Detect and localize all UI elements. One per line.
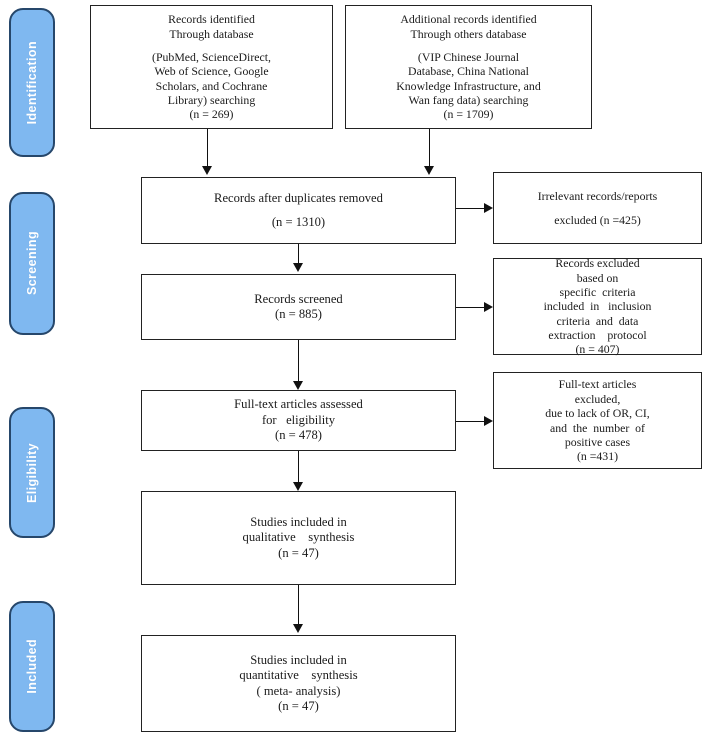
connector-qualitative-to-quantitative xyxy=(298,585,299,627)
connector-fulltext-to-qualitative xyxy=(298,451,299,485)
box-line: and the number of xyxy=(549,420,645,435)
stage-pill-identification: Identification xyxy=(9,8,55,157)
connector-screened-to-fulltext xyxy=(298,340,299,384)
box-records-identified-database: Records identified Through database (Pub… xyxy=(90,5,333,129)
box-line: due to lack of OR, CI, xyxy=(545,406,650,421)
box-line: (VIP Chinese Journal xyxy=(417,49,520,64)
arrowhead-right-source-to-duplicates xyxy=(424,166,434,175)
arrowhead-qualitative-to-quantitative xyxy=(293,624,303,633)
box-additional-records-other-database: Additional records identified Through ot… xyxy=(345,5,592,129)
box-line: (n = 407) xyxy=(575,342,620,357)
box-records-screened: Records screened (n = 885) xyxy=(141,274,456,340)
arrowhead-left-source-to-duplicates xyxy=(202,166,212,175)
box-line: excluded (n =425) xyxy=(554,212,641,227)
box-line: (n =431) xyxy=(576,449,619,464)
stage-label-included: Included xyxy=(25,639,39,694)
box-line: Additional records identified xyxy=(400,12,537,27)
connector-duplicates-to-screened xyxy=(298,244,299,266)
box-line: Library) searching xyxy=(167,93,256,108)
box-line: (n = 478) xyxy=(275,428,322,443)
box-line: quantitative synthesis xyxy=(239,668,358,683)
box-line: (n = 47) xyxy=(278,698,319,713)
connector-screened-to-excluded xyxy=(456,307,485,308)
box-records-after-duplicates-removed: Records after duplicates removed (n = 13… xyxy=(141,177,456,244)
arrowhead-fulltext-to-qualitative xyxy=(293,482,303,491)
box-line: (n = 269) xyxy=(189,107,234,122)
stage-pill-eligibility: Eligibility xyxy=(9,407,55,538)
box-quantitative-synthesis: Studies included in quantitative synthes… xyxy=(141,635,456,732)
box-line: (n = 1709) xyxy=(443,107,494,122)
box-line: included in inclusion xyxy=(543,299,652,314)
box-line: (n = 1310) xyxy=(271,215,326,229)
box-line: (n = 885) xyxy=(275,307,322,321)
box-line: Records identified xyxy=(168,12,255,27)
stage-label-screening: Screening xyxy=(25,231,39,296)
box-line: positive cases xyxy=(564,434,631,449)
arrowhead-duplicates-to-irrelevant xyxy=(484,203,493,213)
box-line: Full-text articles xyxy=(558,377,637,392)
box-line: based on xyxy=(576,270,619,285)
box-line: (PubMed, ScienceDirect, xyxy=(152,49,271,64)
box-line: Studies included in xyxy=(250,514,347,529)
box-irrelevant-records-excluded: Irrelevant records/reports excluded (n =… xyxy=(493,172,702,244)
arrowhead-screened-to-fulltext xyxy=(293,381,303,390)
box-line: criteria and data xyxy=(556,313,639,328)
box-line: Records excluded xyxy=(555,256,640,271)
connector-fulltext-to-excluded xyxy=(456,421,485,422)
arrowhead-fulltext-to-excluded xyxy=(484,416,493,426)
box-line: ( meta- analysis) xyxy=(256,683,341,698)
arrowhead-duplicates-to-screened xyxy=(293,263,303,272)
box-fulltext-assessed-eligibility: Full-text articles assessed for eligibil… xyxy=(141,390,456,451)
stage-label-eligibility: Eligibility xyxy=(25,442,39,503)
box-line: specific criteria xyxy=(559,284,636,299)
stage-pill-included: Included xyxy=(9,601,55,732)
connector-left-source-to-duplicates xyxy=(207,129,208,168)
box-line: extraction protocol xyxy=(548,328,647,343)
box-line: Records screened xyxy=(254,291,343,306)
box-line: Knowledge Infrastructure, and xyxy=(396,78,541,93)
box-line: excluded, xyxy=(574,391,621,406)
box-line: qualitative synthesis xyxy=(242,530,355,545)
box-line: (n = 47) xyxy=(278,545,319,560)
box-line: Scholars, and Cochrane xyxy=(155,78,268,93)
connector-right-source-to-duplicates xyxy=(429,129,430,168)
box-line: Full-text articles assessed xyxy=(234,397,363,412)
box-line: for eligibility xyxy=(261,412,336,427)
box-fulltext-articles-excluded: Full-text articles excluded, due to lack… xyxy=(493,372,702,469)
box-records-excluded-criteria: Records excluded based on specific crite… xyxy=(493,256,702,357)
box-qualitative-synthesis: Studies included in qualitative synthesi… xyxy=(141,491,456,585)
box-line: Database, China National xyxy=(408,64,529,79)
stage-label-identification: Identification xyxy=(25,40,39,125)
arrowhead-screened-to-excluded xyxy=(484,302,493,312)
stage-pill-screening: Screening xyxy=(9,192,55,335)
box-line: Records after duplicates removed xyxy=(214,190,383,205)
box-line: Through database xyxy=(169,26,254,41)
box-line: Studies included in xyxy=(250,652,347,667)
box-line: Through others database xyxy=(410,26,527,41)
box-line: Irrelevant records/reports xyxy=(537,189,658,204)
connector-duplicates-to-irrelevant xyxy=(456,208,485,209)
box-line: Wan fang data) searching xyxy=(408,93,529,108)
box-line: Web of Science, Google xyxy=(154,64,269,79)
